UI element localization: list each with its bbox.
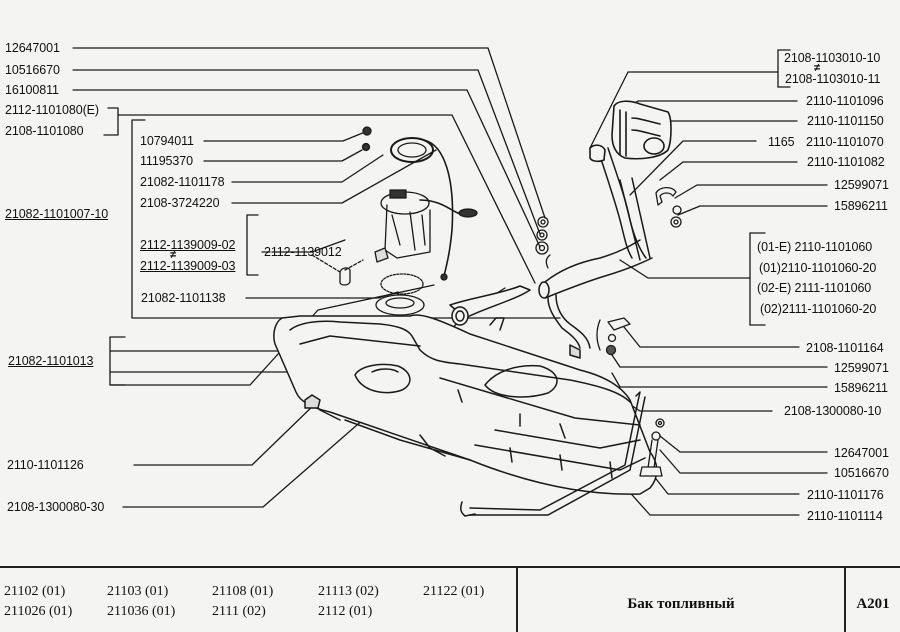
applicable-models-cell: 21102 (01) 21103 (01) 21108 (01) 21113 (… [0, 568, 518, 632]
sheet-title: Бак топливный [627, 596, 735, 612]
part-label-2108-1300080-30: 2108-1300080-30 [7, 500, 105, 514]
title-block: 21102 (01) 21103 (01) 21108 (01) 21113 (… [0, 566, 900, 632]
fasteners-right [596, 186, 682, 356]
part-label-2110-1101070: 2110-1101070 [806, 135, 884, 149]
part-label-12647001-top: 12647001 [5, 41, 60, 55]
leader-lines-right [589, 49, 828, 516]
part-label-2110-1101082: 2110-1101082 [807, 155, 885, 169]
model-item: 2112 (01) [318, 604, 373, 619]
part-label-10516670-bottom: 10516670 [834, 466, 889, 480]
part-label-21082-1101007-10: 21082-1101007-10 [5, 207, 109, 221]
part-label-21082-1101178: 21082-1101178 [140, 175, 225, 189]
part-label-01e-2110-1101060: (01-E) 2110-1101060 [757, 240, 873, 254]
fuel-tank-exploded-diagram: 12647001 10516670 16100811 2112-1101080(… [5, 41, 889, 523]
part-label-12599071-top: 12599071 [834, 178, 889, 192]
part-label-21082-1101013: 21082-1101013 [8, 354, 94, 368]
fuel-pump-module [339, 126, 478, 286]
model-item: 21108 (01) [212, 584, 274, 599]
strap-bolt [639, 418, 665, 477]
model-item: 21102 (01) [4, 584, 66, 599]
part-label-2108-1300080-10: 2108-1300080-10 [784, 404, 882, 418]
part-label-21082-1101138: 21082-1101138 [141, 291, 226, 305]
part-label-12599071-mid: 12599071 [834, 361, 889, 375]
model-item: 2111 (02) [212, 604, 266, 619]
part-label-2110-1101126: 2110-1101126 [7, 458, 84, 472]
filler-hose [449, 147, 653, 359]
model-item: 21113 (02) [318, 584, 379, 599]
model-item: 21103 (01) [107, 584, 169, 599]
fasteners-upper [535, 216, 551, 269]
tank-straps [304, 391, 646, 517]
part-label-11195370: 11195370 [140, 154, 193, 168]
tank-flange [375, 273, 425, 316]
part-label-01-2110-1101060-20: (01)2110-1101060-20 [759, 261, 877, 275]
not-equal-sign: ≠ [170, 249, 177, 261]
part-label-02e-2111-1101060: (02-E) 2111-1101060 [757, 281, 872, 295]
sheet-title-cell: Бак топливный [518, 568, 846, 632]
filler-cap-housing [589, 100, 672, 163]
model-item: 211036 (01) [107, 604, 176, 619]
part-label-2108-1103010-11: 2108-1103010-11 [785, 72, 881, 86]
not-equal-sign-right: ≠ [814, 62, 821, 74]
part-label-2110-1101114: 2110-1101114 [807, 509, 883, 523]
model-item: 21122 (01) [423, 584, 485, 599]
part-label-2108-1101080: 2108-1101080 [5, 124, 84, 138]
part-label-12647001-bottom: 12647001 [834, 446, 889, 460]
part-label-15896211-mid: 15896211 [834, 381, 888, 395]
part-label-16100811: 16100811 [5, 83, 59, 97]
part-label-15896211-top: 15896211 [834, 199, 888, 213]
part-label-02-2111-1101060-20: (02)2111-1101060-20 [760, 302, 877, 316]
part-label-2110-1101096: 2110-1101096 [806, 94, 884, 108]
part-label-2112-1139009-03: 2112-1139009-03 [140, 259, 236, 273]
part-label-2110-1101176: 2110-1101176 [807, 488, 884, 502]
part-label-2112-1139012: 2112-1139012 [264, 245, 342, 259]
sheet-code-cell: А201 [846, 568, 900, 632]
model-item: 211026 (01) [4, 604, 73, 619]
part-label-2108-1103010-10: 2108-1103010-10 [784, 51, 881, 65]
part-label-10516670-top: 10516670 [5, 63, 60, 77]
part-label-2112-1139009-02: 2112-1139009-02 [140, 238, 236, 252]
part-label-2112-1101080e: 2112-1101080(E) [5, 103, 99, 117]
part-label-2108-1101164: 2108-1101164 [806, 341, 884, 355]
part-label-1165: 1165 [768, 135, 795, 149]
sheet-code: А201 [856, 596, 890, 612]
part-label-10794011: 10794011 [140, 134, 194, 148]
part-label-2110-1101150: 2110-1101150 [807, 114, 884, 128]
fuel-tank [273, 314, 658, 495]
part-label-2108-3724220: 2108-3724220 [140, 196, 220, 210]
diagram-drawing [72, 47, 828, 517]
